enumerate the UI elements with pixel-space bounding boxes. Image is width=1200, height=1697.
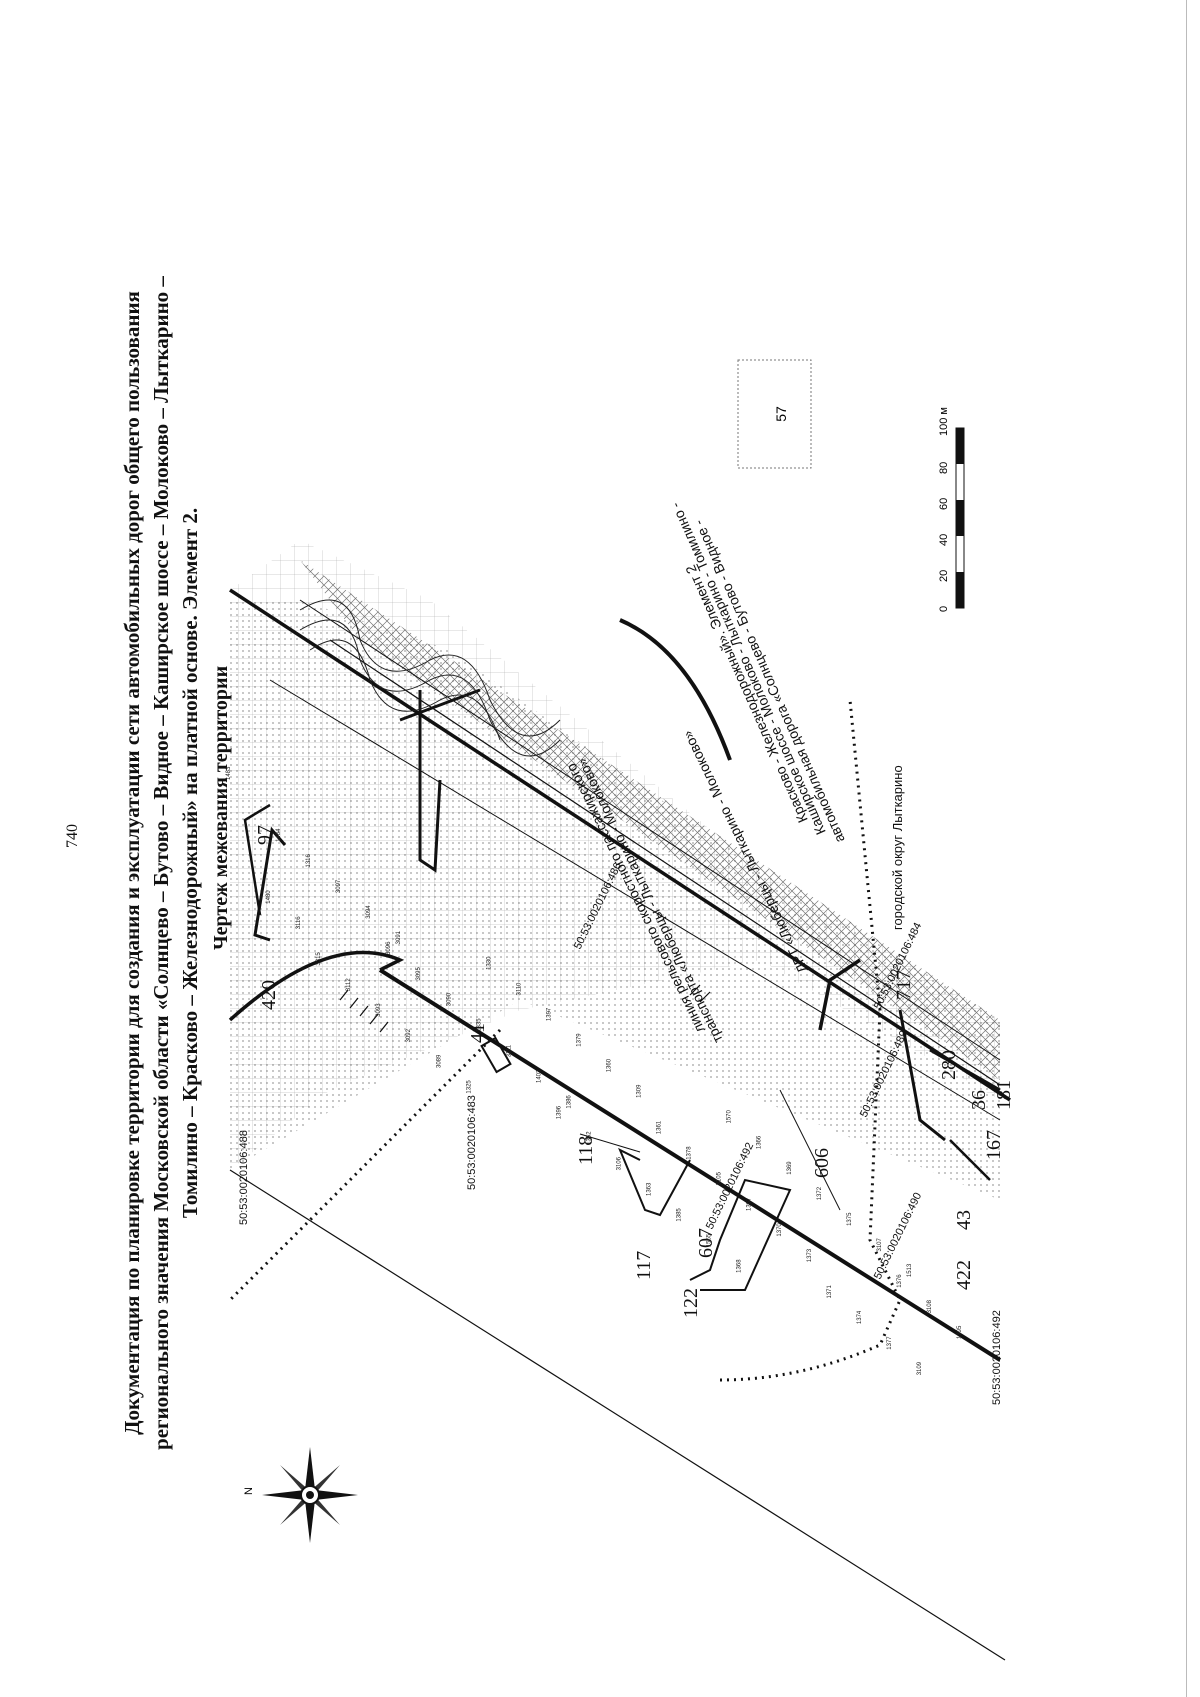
parcel-280: 280	[938, 1050, 960, 1080]
point-number: 1376	[897, 1274, 903, 1288]
point-number: 1379	[577, 1033, 583, 1047]
parcel-717: 717	[893, 970, 915, 1000]
point-number: 3111	[506, 1044, 512, 1057]
point-number: 1330	[486, 956, 492, 970]
point-number: 3107	[877, 1237, 883, 1251]
parcel-41: 41	[467, 1023, 489, 1043]
scale-bar-icon: 0 20 40 60 80 100 м	[938, 407, 965, 612]
point-number: 3105	[717, 1171, 723, 1185]
point-number: 1403	[536, 1069, 542, 1083]
cadastral-483: 50:53:0020106:483	[466, 1095, 478, 1190]
point-number: 1378	[687, 1146, 693, 1160]
point-number: 3097	[336, 879, 342, 893]
point-number: 3095	[416, 966, 422, 980]
compass-north-label: N	[243, 1487, 255, 1495]
point-number: 3315	[316, 952, 322, 966]
parcel-167: 167	[983, 1130, 1005, 1160]
point-number: 1309	[637, 1084, 643, 1098]
cadastral-490: 50:53:0020106:490	[872, 1191, 924, 1281]
parcel-420: 420	[258, 980, 280, 1010]
parcel-122: 122	[680, 1288, 702, 1318]
point-number: 1483	[226, 766, 232, 780]
parcel-43: 43	[953, 1210, 975, 1230]
point-number: 1480	[266, 890, 272, 904]
leader-line-2	[779, 1089, 841, 1211]
point-number: 1370	[777, 1223, 783, 1237]
point-number: 1373	[807, 1248, 813, 1262]
road-label-line-2: Каширское шоссе - Молоково - Лыткарино -…	[667, 500, 829, 837]
point-number: 1565	[707, 1233, 713, 1247]
point-number: 1396	[556, 1105, 562, 1119]
inset-box-label: 57	[773, 406, 789, 422]
parcel-117: 117	[633, 1251, 655, 1280]
parcel-606: 606	[811, 1148, 833, 1178]
cadastral-488: 50:53:0020106:488	[238, 1130, 250, 1225]
river-lines	[299, 599, 561, 757]
road-label-bracket	[619, 618, 732, 761]
scale-tick-0: 0	[938, 606, 950, 612]
point-number: 1513	[907, 1263, 913, 1277]
point-number: 1386	[567, 1095, 573, 1109]
point-number: 1362	[587, 1131, 593, 1145]
point-number: 3109	[917, 1361, 923, 1375]
point-number: 1570	[727, 1109, 733, 1123]
parcel-607: 607	[695, 1228, 717, 1258]
point-number: 3106	[617, 1156, 623, 1170]
rail-line-hatch	[339, 984, 711, 1033]
point-number: 1369	[787, 1161, 793, 1175]
scale-tick-60: 60	[938, 498, 950, 510]
scale-tick-40: 40	[938, 534, 950, 546]
leader-line	[579, 1133, 641, 1153]
page-edge	[1186, 0, 1187, 1697]
point-number: 1367	[747, 1197, 753, 1211]
point-number: 3091	[396, 930, 402, 944]
parcel-36: 36	[968, 1090, 990, 1110]
point-number: 1395	[957, 1325, 963, 1339]
point-number: 1363	[647, 1182, 653, 1196]
parcel-181: 181	[993, 1080, 1015, 1110]
scale-tick-80: 80	[938, 462, 950, 474]
scale-tick-100: 100 м	[938, 407, 950, 436]
district-boundary-dotted	[228, 699, 902, 1382]
point-number: 1397	[546, 1007, 552, 1021]
point-number: 1374	[857, 1310, 863, 1324]
point-number: 1316	[306, 853, 312, 867]
parcel-118: 118	[575, 1136, 597, 1165]
point-number: 3092	[406, 1028, 412, 1042]
compass-rose-icon: N	[243, 1447, 358, 1543]
scale-tick-20: 20	[938, 570, 950, 582]
point-numbers: 1483 1484 1480 3315 1316 3116 3112 3097 3096 3093…	[226, 766, 963, 1375]
point-number: 1385	[677, 1208, 683, 1222]
point-number: 3116	[296, 916, 302, 930]
point-number: 3110	[516, 982, 522, 996]
point-number: 1377	[887, 1336, 893, 1350]
point-number: 1372	[817, 1186, 823, 1200]
parcel-97: 97	[254, 825, 276, 845]
point-number: 3093	[376, 1003, 382, 1017]
point-number: 3089	[436, 1054, 442, 1068]
point-number: 1366	[757, 1135, 763, 1149]
point-number: 1361	[657, 1120, 663, 1134]
point-number: 3090	[446, 992, 452, 1006]
point-number: 3094	[366, 905, 372, 919]
cadastral-492-b: 50:53:0020106:492	[991, 1310, 1003, 1405]
point-number: 3108	[927, 1299, 933, 1313]
district-label: городской округ Лыткарино	[890, 765, 905, 930]
parcel-422: 422	[953, 1260, 975, 1290]
point-number: 3096	[386, 941, 392, 955]
point-number: 1368	[737, 1259, 743, 1273]
point-number: 1360	[607, 1058, 613, 1072]
point-number: 1325	[466, 1080, 472, 1094]
corridor-boundaries	[228, 588, 1011, 1661]
structure-rect	[480, 1036, 512, 1074]
point-number: 1371	[827, 1284, 833, 1298]
point-number: 1375	[847, 1212, 853, 1226]
inset-box: 57	[737, 359, 812, 469]
point-number: 1484	[276, 828, 282, 842]
point-number: 3112	[346, 978, 352, 992]
point-number: 1335	[476, 1018, 482, 1032]
